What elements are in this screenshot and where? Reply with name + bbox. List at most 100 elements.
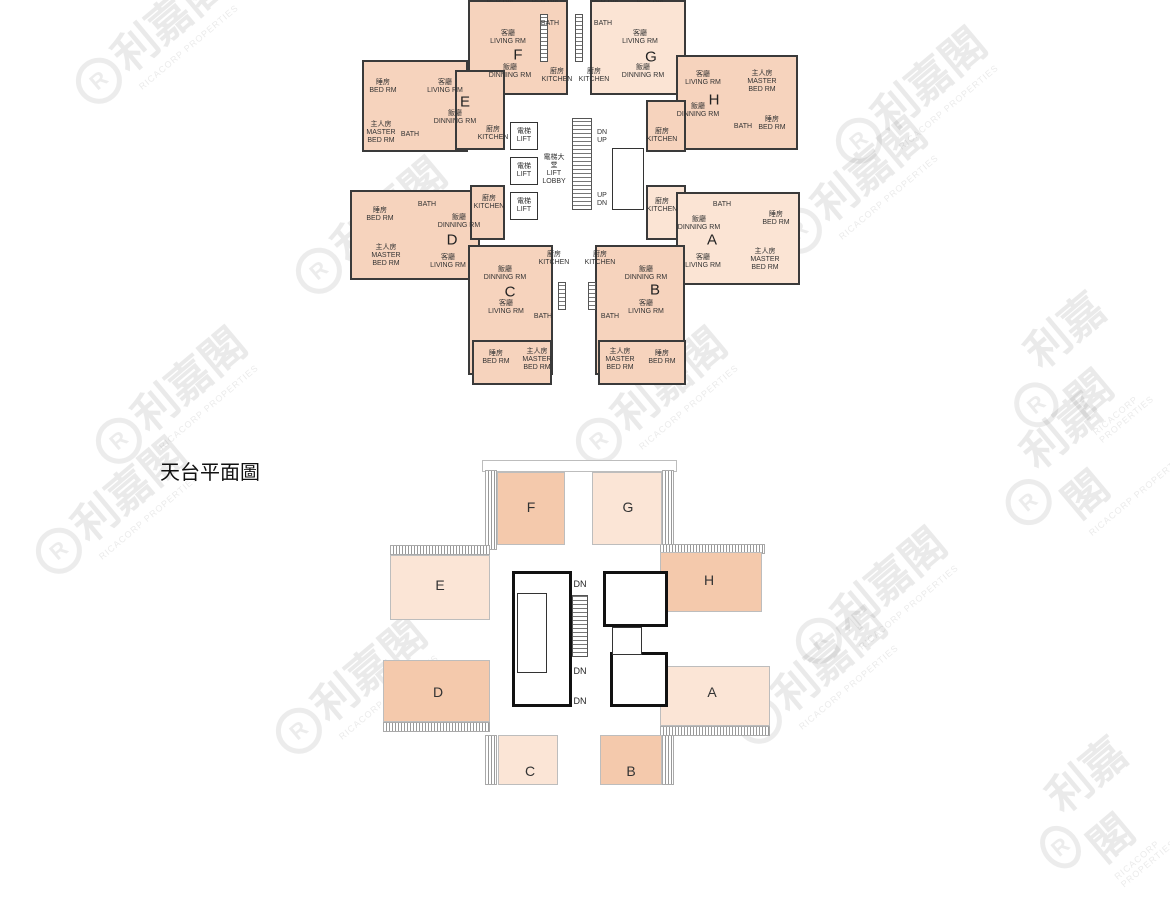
room-label-zh: 睡房 (764, 116, 779, 123)
room-label-zh: 睡房 (768, 211, 783, 218)
roof-unit-letter: E (435, 577, 445, 593)
roof-railing (662, 470, 674, 550)
watermark-zh: 利嘉閣 (1016, 284, 1123, 428)
room-label-en: BED RM (366, 215, 394, 222)
roof-unit-G (592, 472, 662, 545)
roof-plan-title: 天台平面圖 (160, 462, 260, 484)
ricacorp-logo-icon: R (266, 698, 332, 764)
unit-outline (472, 340, 552, 385)
staircase (558, 282, 566, 310)
room-label: BATH (534, 313, 552, 321)
roof-outline (482, 460, 677, 472)
lift-label-zh: 電梯 (516, 198, 531, 205)
ricacorp-logo-icon: R (1005, 373, 1068, 437)
room-label-zh: 客廳 (437, 79, 452, 86)
unit-outline (362, 60, 468, 152)
room-label-en: MASTER BED RM (371, 252, 401, 267)
lift-label-en: LIFT (516, 206, 532, 213)
unit-outline (470, 185, 505, 240)
room-label: BATH (594, 20, 612, 28)
room-label-en: MASTER BED RM (750, 256, 780, 271)
room-label-en: BATH (600, 313, 620, 320)
room-label-en: BATH (533, 313, 553, 320)
room-label-zh: 客廳 (632, 30, 647, 37)
room-label: BATH (713, 201, 731, 209)
lift-lobby-en: LIFT LOBBY (542, 170, 566, 185)
ricacorp-logo-icon: R (66, 48, 132, 114)
unit-letter-A: A (706, 231, 718, 249)
roof-railing (383, 722, 490, 732)
room-label-zh: 睡房 (488, 350, 503, 357)
lift-label-zh: 電梯 (516, 163, 531, 170)
room-label-en: MASTER BED RM (522, 356, 552, 371)
room-label-en: KITCHEN (646, 206, 678, 213)
roof-unit-letter: D (432, 684, 444, 700)
room-label: BED RM (531, 0, 558, 5)
roof-unit-C (498, 735, 558, 785)
room-label-zh: 飯廳 (691, 216, 706, 223)
unit-letter-F: F (513, 46, 523, 64)
watermark-zh: 利嘉閣 (1037, 728, 1145, 872)
room-label-en: LIVING RM (488, 308, 524, 315)
room-label-en: BATH (712, 201, 732, 208)
room-label: BATH (601, 313, 619, 321)
room-label-en: KITCHEN (473, 203, 505, 210)
roof-unit-B (600, 735, 662, 785)
room-label-en: DINNING RM (676, 111, 720, 118)
room-label-en: DINNING RM (483, 274, 527, 281)
watermark-zh: 利嘉閣 (803, 109, 937, 232)
room-label-en: BED RM (591, 0, 619, 4)
room-label-en: DINNING RM (621, 72, 665, 79)
roof-unit-H (660, 552, 762, 612)
roof-railing (485, 470, 497, 550)
ricacorp-logo-icon: R (286, 238, 352, 304)
room-label-en: BED RM (762, 219, 790, 226)
roof-unit-E (390, 555, 490, 620)
unit-outline (455, 70, 505, 150)
room-label-en: DINNING RM (677, 224, 721, 231)
lift-label-en: LIFT (516, 136, 532, 143)
room-label: BED RM (636, 0, 663, 5)
lift-shaft (510, 122, 538, 150)
room-label-zh: 睡房 (375, 79, 390, 86)
room-label-en: LIVING RM (427, 87, 463, 94)
room-label-en: BATH (593, 20, 613, 27)
room-label-en: DINNING RM (433, 118, 477, 125)
room-label-zh: 飯廳 (447, 110, 462, 117)
room-label-en: LIVING RM (685, 262, 721, 269)
roof-core-right-bottom (610, 652, 668, 707)
unit-letter-H: H (708, 91, 720, 109)
room-label-en: BED RM (636, 0, 664, 4)
roof-railing (485, 735, 497, 785)
lift-label-zh: 電梯 (516, 128, 531, 135)
watermark-zh: 利嘉閣 (123, 319, 257, 442)
room-label-zh: 睡房 (654, 350, 669, 357)
room-label-en: BATH (400, 131, 420, 138)
room-label-en: BED RM (486, 0, 514, 4)
room-label-en: LIVING RM (685, 79, 721, 86)
room-label-en: MASTER BED RM (605, 356, 635, 371)
ricacorp-logo-icon: R (996, 469, 1061, 535)
